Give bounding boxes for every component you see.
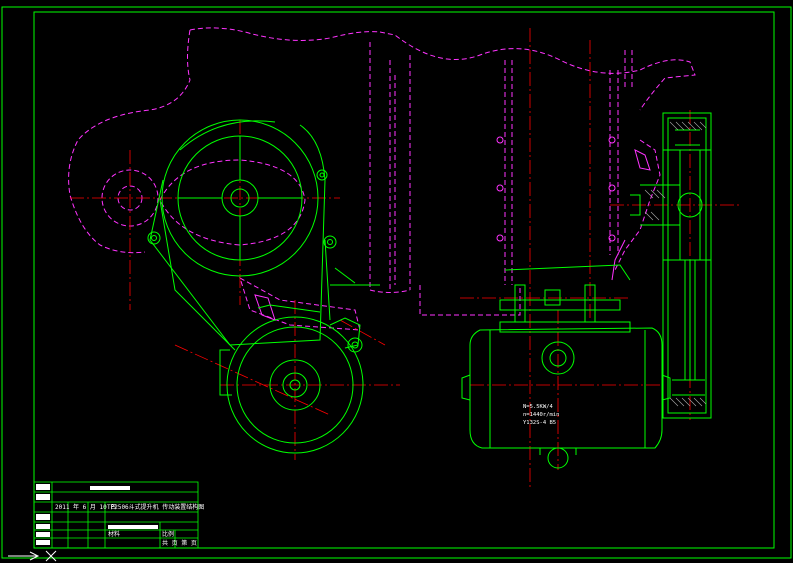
title-block-material: 材料 <box>108 530 120 538</box>
motor-side-view <box>461 264 671 469</box>
lower-pulley-view <box>159 199 380 454</box>
section-hatching <box>644 121 707 407</box>
large-sprocket-outline <box>161 119 319 277</box>
motor-base-boss <box>547 447 569 469</box>
outer-border <box>1 6 792 559</box>
title-block-drawing-name: TP2506斗式提升机 传动装置结构图 <box>107 503 204 511</box>
housing-hidden-contour <box>68 27 696 331</box>
coupling-section-view <box>630 112 712 419</box>
inner-border <box>33 11 775 549</box>
motor-label-line1: N=5.5KW/4 <box>523 404 553 410</box>
gear-housing-view <box>147 119 337 346</box>
drawing-frame <box>1 6 792 559</box>
drum-section <box>662 112 712 419</box>
motor-body <box>469 327 663 449</box>
motor-label-line3: Y132S-4 B5 <box>523 420 556 426</box>
title-block-frame <box>33 481 199 549</box>
motor-pulley-outer <box>226 316 364 454</box>
title-block-date: 2011 年 6 月 10 日 <box>55 503 116 511</box>
motor-label-line2: n=1440r/min <box>523 412 559 418</box>
housing-visible-details <box>254 136 651 321</box>
ucs-arrow-icon <box>8 550 57 562</box>
title-block-sheet: 共 页 第 页 <box>162 539 197 547</box>
centerlines <box>70 28 740 490</box>
title-block: 2011 年 6 月 10 日 TP2506斗式提升机 传动装置结构图 比例 共… <box>33 481 204 549</box>
title-block-scale: 比例 <box>162 530 174 538</box>
motor-nameplate: N=5.5KW/4 n=1440r/min Y132S-4 B5 <box>523 404 559 426</box>
